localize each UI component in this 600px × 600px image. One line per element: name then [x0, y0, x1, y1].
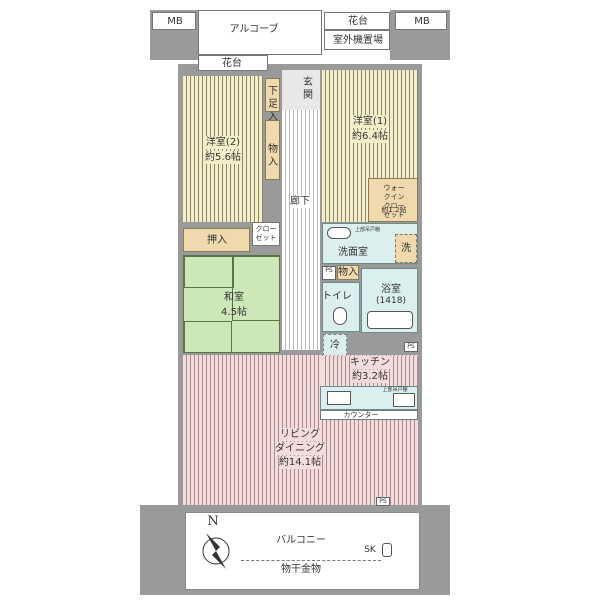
planter-top: 花台	[324, 12, 390, 30]
ps-washroom: PS	[322, 266, 336, 280]
balcony: バルコニー 物干金物 SK N	[185, 512, 420, 590]
japanese-room: 和室 4.5帖	[183, 255, 280, 353]
toilet-label: トイレ	[322, 291, 352, 302]
corridor-label: 廊下	[290, 195, 310, 208]
toilet-bowl	[333, 307, 347, 325]
japanese-room-label: 和室	[224, 292, 244, 303]
drying-hardware-label: 物干金物	[281, 564, 321, 575]
living-size: 約14.1帖	[278, 456, 322, 469]
alcove: アルコーブ	[198, 10, 322, 55]
planter-top-label: 花台	[348, 16, 368, 27]
shoe-storage-label: 下足入	[268, 86, 278, 123]
storage-wash: 物入	[337, 265, 359, 280]
wash-basin	[327, 227, 351, 239]
alcove-label: アルコーブ	[229, 24, 279, 35]
washroom: 上部吊戸棚 洗面室 洗	[322, 223, 418, 264]
north-label: N	[207, 514, 219, 529]
storage-wash-label: 物入	[338, 267, 358, 278]
washer-label: 洗	[401, 243, 411, 254]
walkin-closet: ウォークイン クローゼット 約1.2帖	[368, 178, 418, 222]
upper-cabinet-kitchen-label: 上部吊戸棚	[382, 387, 408, 393]
fridge-space: 冷	[323, 334, 347, 356]
kitchen-label: キッチン	[350, 356, 390, 369]
mb-right-label: MB	[414, 16, 430, 27]
drying-hardware-line	[241, 560, 381, 561]
upper-cabinet-wash-label: 上部吊戸棚	[355, 227, 381, 233]
mb-right: MB	[395, 12, 447, 30]
planter-left-label: 花台	[222, 58, 242, 69]
compass-icon	[202, 533, 230, 569]
counter-label: カウンター	[343, 411, 379, 419]
western-room-1-size: 約6.4帖	[352, 130, 388, 143]
outdoor-unit-area: 室外機置場	[324, 30, 390, 50]
outdoor-unit-label: 室外機置場	[333, 35, 383, 46]
bathroom-label: 浴室	[381, 284, 401, 295]
storage-west: 物入	[265, 120, 280, 180]
bathroom-size: (1418)	[376, 296, 406, 306]
western-room-2-size: 約5.6帖	[205, 151, 241, 164]
fridge-label: 冷	[330, 340, 340, 351]
bathtub	[367, 311, 413, 329]
oshiire-label: 押入	[207, 235, 227, 246]
western-room-2-label: 洋室(2)	[205, 136, 241, 149]
walkin-closet-label: ウォークイン クローゼット	[383, 184, 405, 219]
western-room-1-label: 洋室(1)	[352, 115, 388, 128]
kitchen: キッチン 約3.2帖	[322, 356, 418, 386]
entrance: 玄関	[282, 70, 320, 110]
japanese-room-size: 4.5帖	[221, 307, 247, 318]
toilet: トイレ	[322, 282, 360, 332]
slop-sink	[382, 543, 392, 557]
stove	[393, 393, 415, 407]
washer-space: 洗	[395, 234, 417, 263]
dining-label: ダイニング	[275, 442, 325, 455]
counter: カウンター	[320, 410, 418, 420]
closet: クローゼット	[252, 222, 280, 246]
shoe-storage: 下足入	[265, 78, 280, 123]
planter-left: 花台	[198, 55, 268, 71]
washroom-label: 洗面室	[338, 247, 368, 258]
walkin-closet-size: 約1.2帖	[381, 206, 407, 214]
mb-left-label: MB	[167, 16, 183, 27]
entrance-label: 玄関	[303, 77, 313, 101]
bathroom: 浴室 (1418)	[361, 268, 418, 333]
kitchen-counter: 上部吊戸棚	[320, 386, 418, 410]
oshiire: 押入	[183, 228, 250, 252]
ps-kitchen: PS	[404, 342, 418, 352]
sink	[327, 391, 351, 405]
balcony-label: バルコニー	[276, 535, 326, 546]
living-label: リビング	[280, 428, 320, 441]
kitchen-size: 約3.2帖	[352, 370, 388, 383]
sk-label: SK	[364, 545, 376, 555]
ps-balcony: PS	[376, 497, 390, 506]
western-room-2: 洋室(2) 約5.6帖	[183, 76, 263, 222]
corridor: 廊下	[282, 110, 320, 350]
mb-left: MB	[152, 12, 196, 30]
closet-label: クローゼット	[255, 225, 277, 242]
storage-west-label: 物入	[268, 144, 278, 168]
